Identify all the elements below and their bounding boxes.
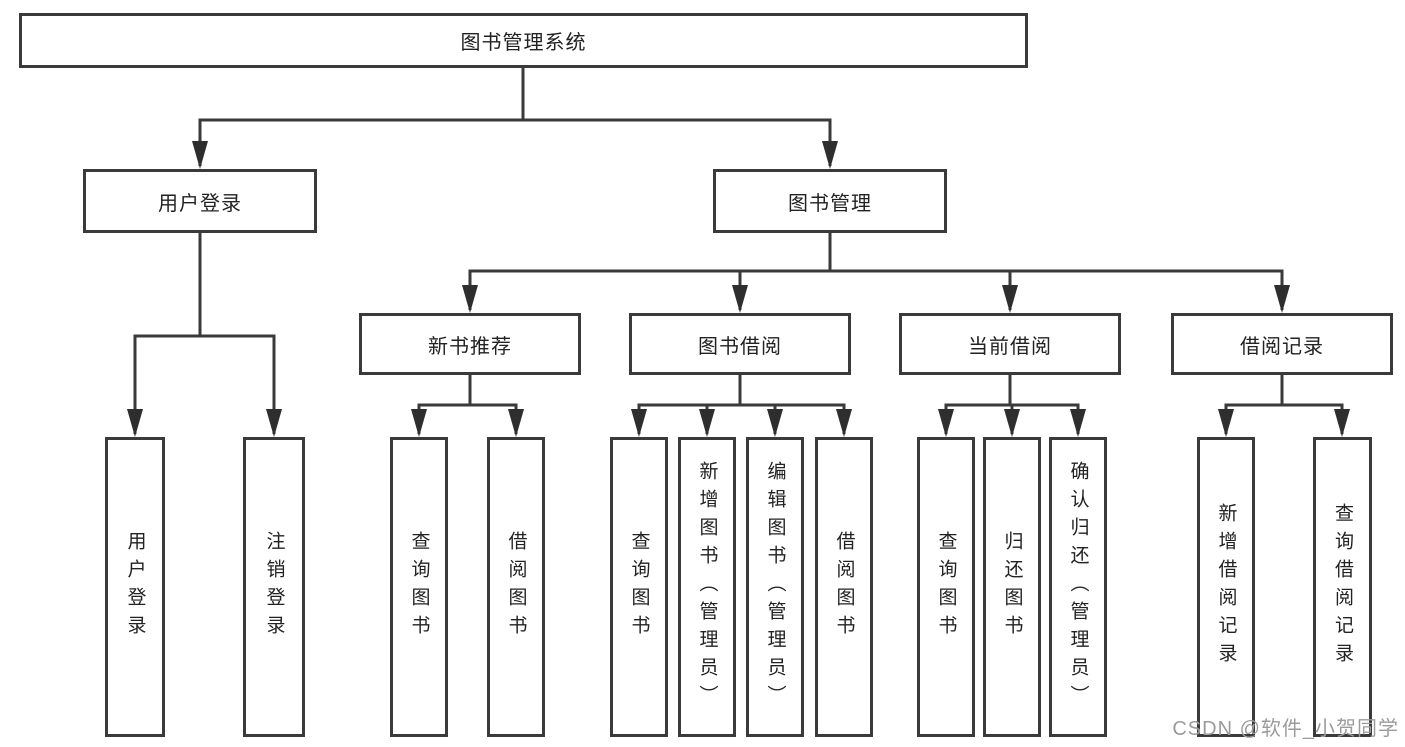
leaf-return-books: 归还图书 [983, 437, 1041, 737]
leaf-borrow-books-borrowing: 借阅图书 [815, 437, 873, 737]
leaf-query-books-current: 查询图书 [917, 437, 975, 737]
node-book-borrowing: 图书借阅 [629, 313, 851, 375]
csdn-watermark: CSDN @软件_小贺同学 [1172, 718, 1399, 740]
leaf-user-login: 用户登录 [105, 437, 165, 737]
leaf-query-borrow-record: 查询借阅记录 [1313, 437, 1372, 737]
node-current-borrowing: 当前借阅 [899, 313, 1121, 375]
node-book-management: 图书管理 [713, 169, 947, 233]
leaf-logout: 注销登录 [243, 437, 305, 737]
leaf-add-borrow-record: 新增借阅记录 [1197, 437, 1255, 737]
leaf-query-books-recommend: 查询图书 [390, 437, 448, 737]
node-user-login: 用户登录 [83, 169, 317, 233]
leaf-borrow-books-recommend: 借阅图书 [487, 437, 545, 737]
leaf-query-books-borrowing: 查询图书 [610, 437, 668, 737]
node-library-management-system: 图书管理系统 [19, 13, 1028, 68]
node-borrowing-records: 借阅记录 [1171, 313, 1393, 375]
leaf-confirm-return-admin: 确认归还（管理员） [1049, 437, 1107, 737]
node-new-book-recommendation: 新书推荐 [359, 313, 581, 375]
leaf-add-books-admin: 新增图书（管理员） [678, 437, 736, 737]
leaf-edit-books-admin: 编辑图书（管理员） [746, 437, 804, 737]
